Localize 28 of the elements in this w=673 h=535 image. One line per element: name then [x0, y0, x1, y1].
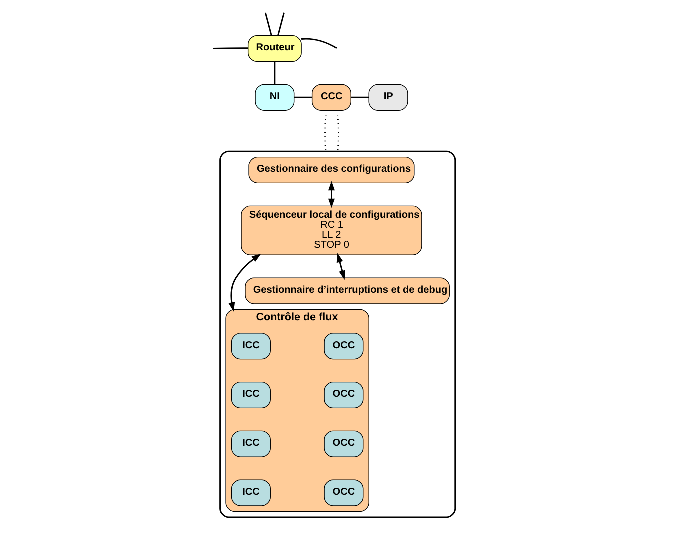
node-box: ICC	[231, 480, 271, 506]
node-box: ICC	[231, 382, 271, 409]
node-box: Séquenceur local de configurations RC 1 LL 2 STOP 0	[241, 206, 422, 256]
arrow	[228, 254, 262, 312]
node-box: OCC	[324, 480, 364, 506]
cluster	[220, 150, 456, 518]
node-box: ICC	[231, 333, 271, 360]
node-box: OCC	[324, 333, 364, 360]
node-box: Gestionnaire d’interruptions et de debug	[245, 278, 450, 304]
node-box: OCC	[324, 382, 364, 409]
connector	[278, 12, 285, 36]
connector	[264, 12, 272, 36]
node-box: Routeur	[248, 35, 302, 62]
connector	[294, 96, 312, 98]
connector	[336, 110, 340, 152]
node-box: CCC	[312, 84, 352, 111]
connector	[324, 110, 328, 152]
node-box: OCC	[324, 430, 364, 458]
connector	[351, 96, 369, 98]
connector	[213, 48, 248, 50]
arrow	[328, 181, 335, 208]
node-box: ICC	[231, 430, 271, 458]
connector	[302, 38, 338, 50]
node-box: IP	[368, 84, 408, 111]
node-box: NI	[255, 84, 295, 111]
connector	[274, 62, 276, 84]
arrow	[336, 253, 346, 280]
node-box: Gestionnaire des configurations	[248, 156, 415, 184]
